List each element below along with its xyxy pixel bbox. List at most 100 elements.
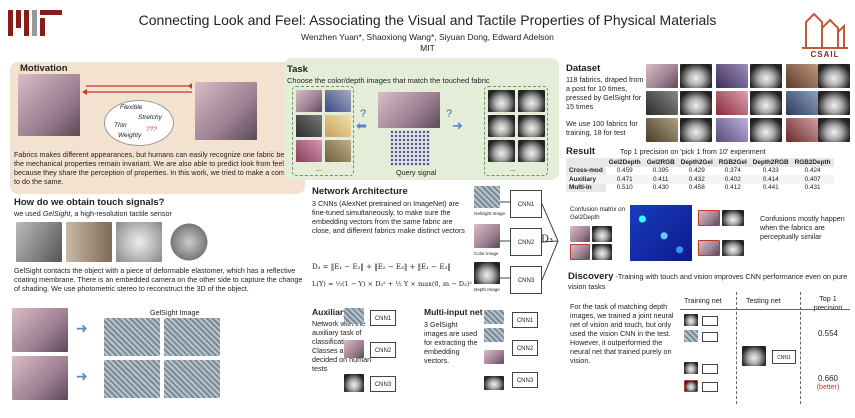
dataset-depth-2 — [750, 64, 782, 88]
table-cell: 0.432 — [677, 175, 716, 184]
dataset-depth-9 — [818, 118, 850, 142]
question-mark-left: ? — [360, 108, 367, 120]
table-header: RGB2Depth — [791, 158, 834, 167]
table-cell: 0.411 — [643, 175, 678, 184]
dataset-color-5 — [716, 91, 748, 115]
net-input-color — [474, 224, 500, 248]
cnn2-box: CNN2 — [510, 228, 542, 256]
better-label: (better) — [816, 384, 840, 391]
dataset-color-3 — [786, 64, 818, 88]
train-input-4 — [684, 380, 698, 392]
candidate-color-1 — [296, 90, 322, 112]
table-header: RGB2Gel — [715, 158, 750, 167]
gelsight-hand-photo — [66, 222, 112, 262]
property-bubble — [104, 100, 174, 146]
multi-input-1 — [484, 310, 504, 324]
table-cell: 0.424 — [804, 167, 821, 175]
discovery-body: For the task of matching depth images, w… — [570, 302, 674, 365]
touch-heading: How do we obtain touch signals? — [14, 197, 165, 208]
table-cell: 0.431 — [804, 184, 821, 192]
gelsight-image-4 — [164, 360, 220, 398]
multi-heading: Multi-input net — [424, 307, 483, 317]
table-header — [566, 158, 606, 167]
confusion-example-1 — [698, 210, 720, 226]
query-touch-photo — [378, 92, 440, 128]
gelsight-3d-photo — [166, 222, 212, 262]
table-cell: 0.395 — [652, 167, 669, 175]
confusion-sample-4 — [592, 244, 612, 260]
aux-input-3 — [344, 374, 364, 392]
candidate-depth-6 — [518, 140, 545, 162]
dataset-color-9 — [786, 118, 818, 142]
table-header: Gel2RGB — [643, 158, 678, 167]
table-row: Cross-mod 0.459 0.395 0.429 0.374 0.433 … — [566, 166, 834, 175]
aux-cnn2-box: CNN2 — [370, 342, 396, 358]
table-cell: 0.458 — [688, 184, 705, 192]
table-cell: 0.402 — [715, 175, 750, 184]
multi-cnn3-box: CNN3 — [512, 372, 538, 388]
dataset-depth-8 — [750, 118, 782, 142]
network-heading: Network Architecture — [312, 186, 408, 197]
dataset-depth-4 — [680, 91, 712, 115]
network-connections — [500, 201, 559, 281]
table-row: Multi-in 0.510 0.430 0.458 0.412 0.441 0… — [566, 183, 834, 192]
csail-text: CSAIL — [810, 50, 840, 59]
table-cell: Cross-mod — [566, 166, 606, 175]
gelsight-image-label: GelSight Image — [150, 308, 200, 317]
dataset-body-1: 118 fabrics, draped from a post for 10 t… — [566, 75, 644, 111]
motivation-body: Fabrics makes different appearances, but… — [14, 150, 304, 186]
candidate-color-3 — [296, 115, 322, 137]
network-body: 3 CNNs (AlexNet pretrained on ImageNet) … — [312, 199, 465, 235]
table-cell: 0.433 — [762, 167, 779, 175]
arrow-right-icon: ➜ — [76, 320, 88, 336]
net-input-gelsight — [474, 186, 500, 208]
net-input-label-gel: GelSight Image — [474, 211, 506, 216]
table-cell: 0.429 — [688, 167, 705, 175]
word-weighty: Weighty — [118, 132, 142, 139]
candidate-color-4 — [325, 115, 351, 137]
aux-cnn1-box: CNN1 — [370, 310, 396, 326]
discovery-divider-2 — [800, 292, 801, 404]
table-cell: 0.430 — [652, 184, 669, 192]
discovery-divider-1 — [736, 292, 737, 404]
word-stretchy: Stretchy — [138, 114, 162, 121]
aux-input-1 — [344, 308, 364, 324]
gelsight-image-3 — [104, 360, 160, 398]
fabric-touch-photo-1 — [12, 308, 68, 352]
dataset-depth-1 — [680, 64, 712, 88]
task-sub: Choose the color/depth images that match… — [287, 76, 490, 85]
confusion-sample-3 — [570, 244, 590, 260]
table-header: Depth2RGB — [749, 158, 792, 167]
result-sub: Top 1 precision on 'pick 1 from 10' expe… — [620, 147, 766, 156]
authors: Wenzhen Yuan*, Shaoxiong Wang*, Siyuan D… — [301, 32, 554, 42]
confusion-matrix — [630, 205, 692, 261]
confusion-example-4 — [722, 240, 744, 256]
multi-cnn1-box: CNN1 — [512, 312, 538, 328]
table-cell: 0.471 — [605, 175, 644, 184]
candidate-color-2 — [325, 90, 351, 112]
gelsight-sensor-photo — [16, 222, 62, 262]
dataset-color-7 — [646, 118, 678, 142]
table-header: Gel2Depth — [605, 158, 644, 167]
gelsight-image-2 — [164, 318, 220, 356]
train-cnn-1 — [702, 316, 718, 326]
train-cnn-2 — [702, 332, 718, 342]
aux-input-2 — [344, 340, 364, 358]
fabric-touch-photo-2 — [12, 356, 68, 400]
equation-d3: D₃ = ‖E₁ − E₂‖ + ‖E₂ − E₃‖ + ‖E₁ − E₃‖ — [312, 263, 451, 271]
task-ellipsis-right: ... — [510, 164, 516, 173]
net-input-label-depth: Depth Image — [474, 287, 500, 292]
fabric-photo-left — [18, 74, 80, 136]
gelsight-elastomer-photo — [116, 222, 162, 262]
dataset-color-2 — [716, 64, 748, 88]
word-thin: Thin — [114, 122, 127, 129]
color-candidates-frame — [292, 86, 354, 176]
confusion-sample-1 — [570, 226, 590, 242]
arrow-left-icon: ⬅ — [356, 118, 367, 133]
precision-value-2: 0.660 — [817, 374, 839, 383]
task-heading: Task — [287, 64, 308, 75]
candidate-depth-3 — [488, 115, 515, 137]
multi-input-2 — [484, 328, 504, 342]
cnn3-box: CNN3 — [510, 266, 542, 294]
confusion-example-2 — [722, 210, 744, 226]
